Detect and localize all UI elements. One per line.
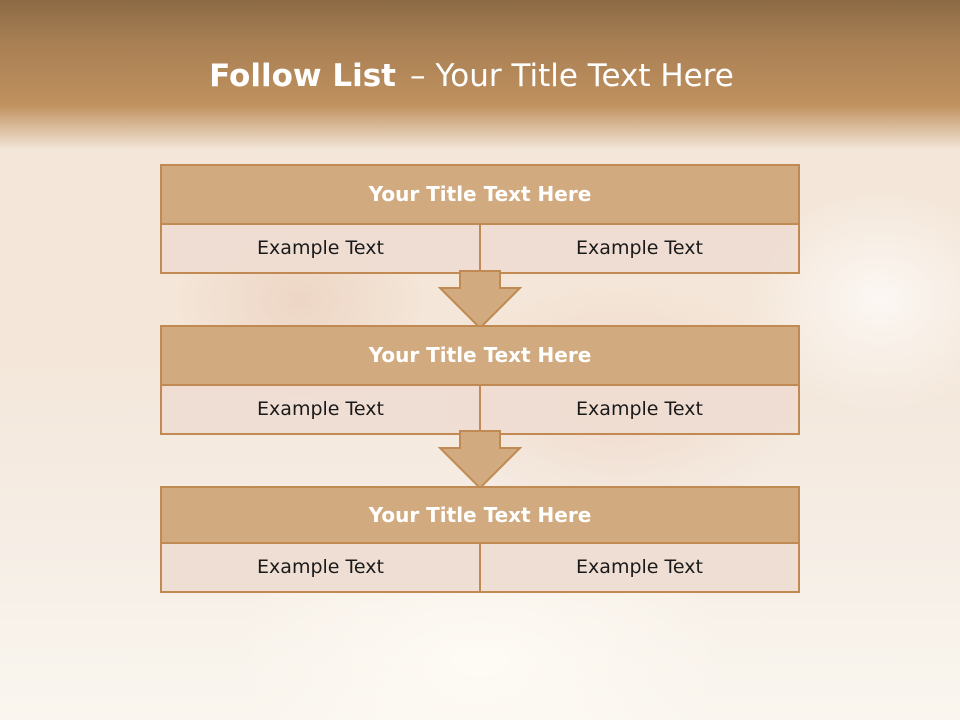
step-box-1: Your Title Text Here Example Text Exampl… [160, 164, 800, 274]
step-row: Example Text Example Text [162, 225, 798, 272]
step-title: Your Title Text Here [162, 488, 798, 544]
title-banner [0, 0, 960, 150]
step-cell-left: Example Text [162, 386, 479, 433]
title-dash: – [409, 58, 426, 94]
step-cell-left: Example Text [162, 544, 479, 591]
step-row: Example Text Example Text [162, 386, 798, 433]
step-cell-right: Example Text [479, 225, 798, 272]
arrow-down-icon [438, 430, 522, 490]
step-title: Your Title Text Here [162, 166, 798, 225]
step-cell-right: Example Text [479, 544, 798, 591]
title-bold: Follow List [209, 58, 396, 94]
slide-title: Follow List–Your Title Text Here [0, 52, 943, 100]
step-row: Example Text Example Text [162, 544, 798, 591]
arrow-down-icon [438, 270, 522, 330]
step-cell-left: Example Text [162, 225, 479, 272]
title-rest: Your Title Text Here [435, 58, 734, 94]
step-box-3: Your Title Text Here Example Text Exampl… [160, 486, 800, 593]
step-cell-right: Example Text [479, 386, 798, 433]
step-title: Your Title Text Here [162, 327, 798, 386]
step-box-2: Your Title Text Here Example Text Exampl… [160, 325, 800, 435]
